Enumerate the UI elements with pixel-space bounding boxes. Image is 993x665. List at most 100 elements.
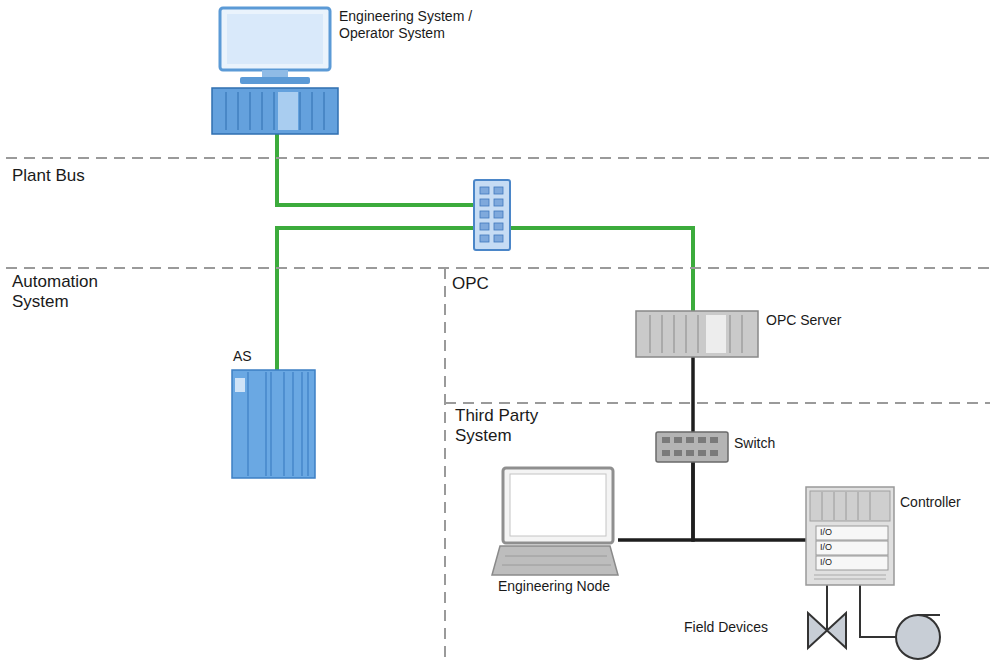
es-os-computer-part [262,70,288,78]
engineering-pc-part [502,565,611,566]
io-label: I/O [820,542,860,553]
plant-bus-hub-part [494,223,503,230]
device-label: Field Devices [636,619,768,636]
controller-rack-part [834,492,835,520]
zone-divider-part [445,402,990,404]
io-label: I/O [820,557,860,568]
controller-rack-part [870,492,871,520]
es-os-computer-part [212,88,338,134]
valve-symbol [808,604,846,648]
network-switch-part [698,450,706,456]
zone-divider [6,158,990,662]
zone-label: Automation System [12,272,137,313]
network-link [860,585,896,637]
network-switch-part [710,437,718,443]
io-label: I/O [820,527,860,538]
es-os-computer-part [238,92,239,130]
network-switch-part [710,450,718,456]
device-label: OPC Server [766,312,876,329]
device-node: ControllerI/OI/OI/O [806,487,894,585]
zone-label: OPC [452,274,532,294]
controller-rack-part [814,575,886,576]
controller-rack-part [816,541,888,555]
device-label: Switch [734,435,814,452]
as-rack-part [301,372,302,476]
network-switch-part [662,437,718,456]
plant-bus-hub-part [474,180,510,250]
device-node: Engineering System / Operator System [212,6,338,134]
es-os-computer [212,8,338,134]
opc-server-box [636,311,758,357]
plant-bus-hub-part [494,235,503,242]
opc-server-box-part [674,315,675,353]
network-switch [656,432,728,462]
engineering-pc-part [503,468,613,543]
es-os-computer-part [240,77,310,84]
pump-symbol-part [918,614,940,616]
device-node: AS [232,370,316,478]
es-os-computer-part [278,92,298,130]
pump-symbol [896,615,940,659]
network-link [826,585,828,604]
es-os-computer-part [324,92,325,130]
plant-bus-hub-part [494,211,503,218]
device-node: Engineering Node [493,467,618,575]
network-link [277,134,693,311]
plant-bus-hub-part [480,187,503,242]
opc-server-box-part [706,315,726,353]
plant-bus-hub-part [480,235,489,242]
network-switch-part [698,437,706,443]
plant-bus-hub-part [494,187,503,194]
valve-symbol-part [808,613,827,648]
device-label: AS [233,348,273,365]
network-link [618,462,693,540]
controller-rack-part [858,492,859,520]
plant-bus-hub-part [480,187,489,194]
plant-bus-hub-part [480,223,489,230]
opc-server-box-part [650,315,651,353]
zone-divider-part [444,268,446,662]
plant-bus-hub-part [480,211,489,218]
as-rack-part [232,370,315,478]
network-switch-part [686,450,694,456]
as-rack-part [247,372,248,476]
plant-bus-hub-part [494,199,503,206]
engineering-pc-part [510,474,606,536]
network-switch-part [674,437,682,443]
plant-bus-hub-part [480,199,489,206]
plant-bus-hub [474,180,510,250]
as-rack-part [270,372,271,476]
pump-symbol-part [896,615,940,659]
as-rack-part [283,372,284,476]
controller-rack-part [814,579,886,580]
as-rack-part [248,372,308,476]
valve-symbol-part [826,604,828,630]
network-switch-part [656,432,728,462]
controller-rack-part [806,487,894,585]
opc-server-box-part [650,315,742,353]
zone-label: Plant Bus [12,166,162,186]
controller-rack-part [822,492,870,520]
network-switch-part [662,450,670,456]
device-node: OPC Server [636,311,758,357]
network-link [277,134,492,370]
engineering-pc-part [492,546,618,575]
controller-rack-part [810,491,890,521]
as-rack-part [235,378,245,392]
as-rack-part [307,372,308,476]
network-link [691,357,695,432]
controller-rack-part [816,556,888,570]
network-switch-part [662,437,670,443]
opc-server-box-part [636,311,758,357]
device-label: Controller [900,494,988,511]
es-os-computer-part [312,92,313,130]
zone-label: Third Party System [455,406,577,447]
zone-divider-part [6,157,990,159]
es-os-computer-part [250,92,251,130]
opc-server-box-part [742,315,743,353]
opc-server-box-part [662,315,663,353]
es-os-computer-part [300,92,301,130]
opc-server-box-part [730,315,731,353]
device-label: Engineering Node [474,578,634,595]
